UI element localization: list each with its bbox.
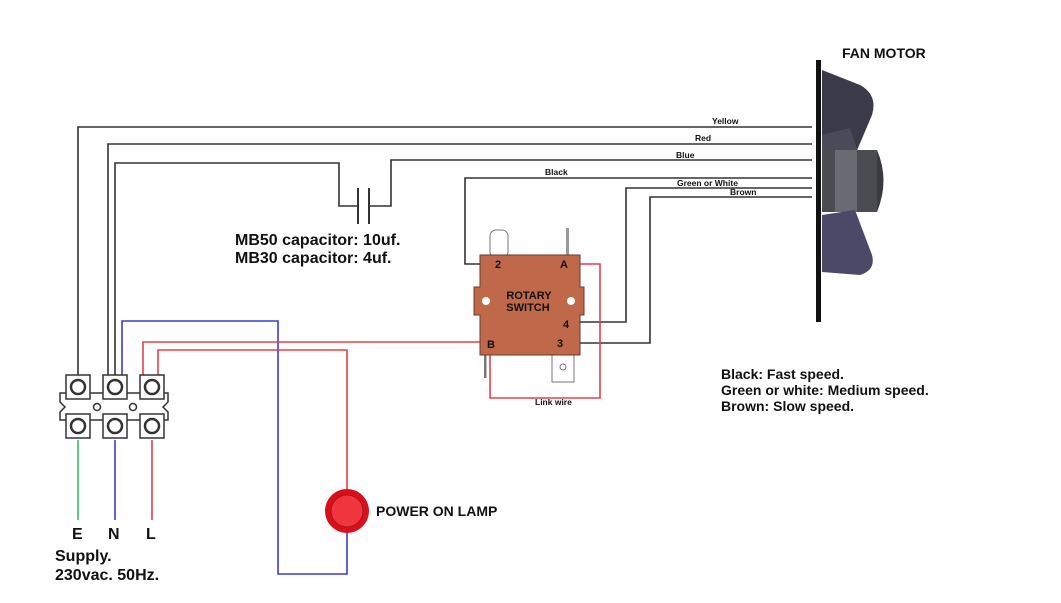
speed-legend-fast: Black: Fast speed. <box>721 366 844 382</box>
supply-e: E <box>72 526 83 543</box>
power-on-lamp <box>325 489 369 533</box>
supply-line2: 230vac. 50Hz. <box>55 567 159 584</box>
supply-l: L <box>146 526 156 543</box>
green-wire <box>566 187 812 323</box>
terminal-a: A <box>560 259 568 271</box>
label-red: Red <box>695 133 711 143</box>
link-wire <box>489 263 601 399</box>
speed-legend-medium: Green or white: Medium speed. <box>721 382 929 398</box>
terminal-b: B <box>487 339 495 351</box>
live-lamp-wire <box>157 349 348 490</box>
label-link: Link wire <box>535 397 572 407</box>
fan-motor <box>816 60 884 322</box>
lamp-label: POWER ON LAMP <box>376 503 497 519</box>
red-motor-wire <box>107 143 812 375</box>
terminal-4: 4 <box>563 319 570 331</box>
terminal-2: 2 <box>495 259 501 271</box>
capacitor-line2: MB30 capacitor: 4uf. <box>235 250 391 267</box>
blue-motor-wire-2 <box>369 159 812 207</box>
speed-legend-slow: Brown: Slow speed. <box>721 398 854 414</box>
label-yellow: Yellow <box>712 116 739 126</box>
blue-motor-wire <box>114 162 358 375</box>
capacitor-line1: MB50 capacitor: 10uf. <box>235 232 400 249</box>
yellow-wire <box>77 126 812 375</box>
switch-name-1: ROTARY <box>506 290 552 302</box>
live-switch-wire <box>142 341 490 375</box>
black-wire <box>464 177 812 265</box>
neutral-lamp-wire <box>121 320 348 575</box>
terminal-block <box>59 374 169 439</box>
supply-n: N <box>108 526 120 543</box>
label-black: Black <box>545 167 568 177</box>
label-brown: Brown <box>730 187 756 197</box>
label-blue: Blue <box>676 150 695 160</box>
fan-motor-title: FAN MOTOR <box>842 45 926 61</box>
rotary-switch: ROTARY SWITCH 2 A 4 3 B <box>473 228 585 383</box>
switch-name-2: SWITCH <box>506 302 549 314</box>
brown-wire <box>566 196 812 344</box>
terminal-3: 3 <box>557 338 563 350</box>
wire-labels: Yellow Red Blue Black Green or White Bro… <box>535 116 756 407</box>
label-green: Green or White <box>677 178 738 188</box>
supply-line1: Supply. <box>55 548 112 565</box>
